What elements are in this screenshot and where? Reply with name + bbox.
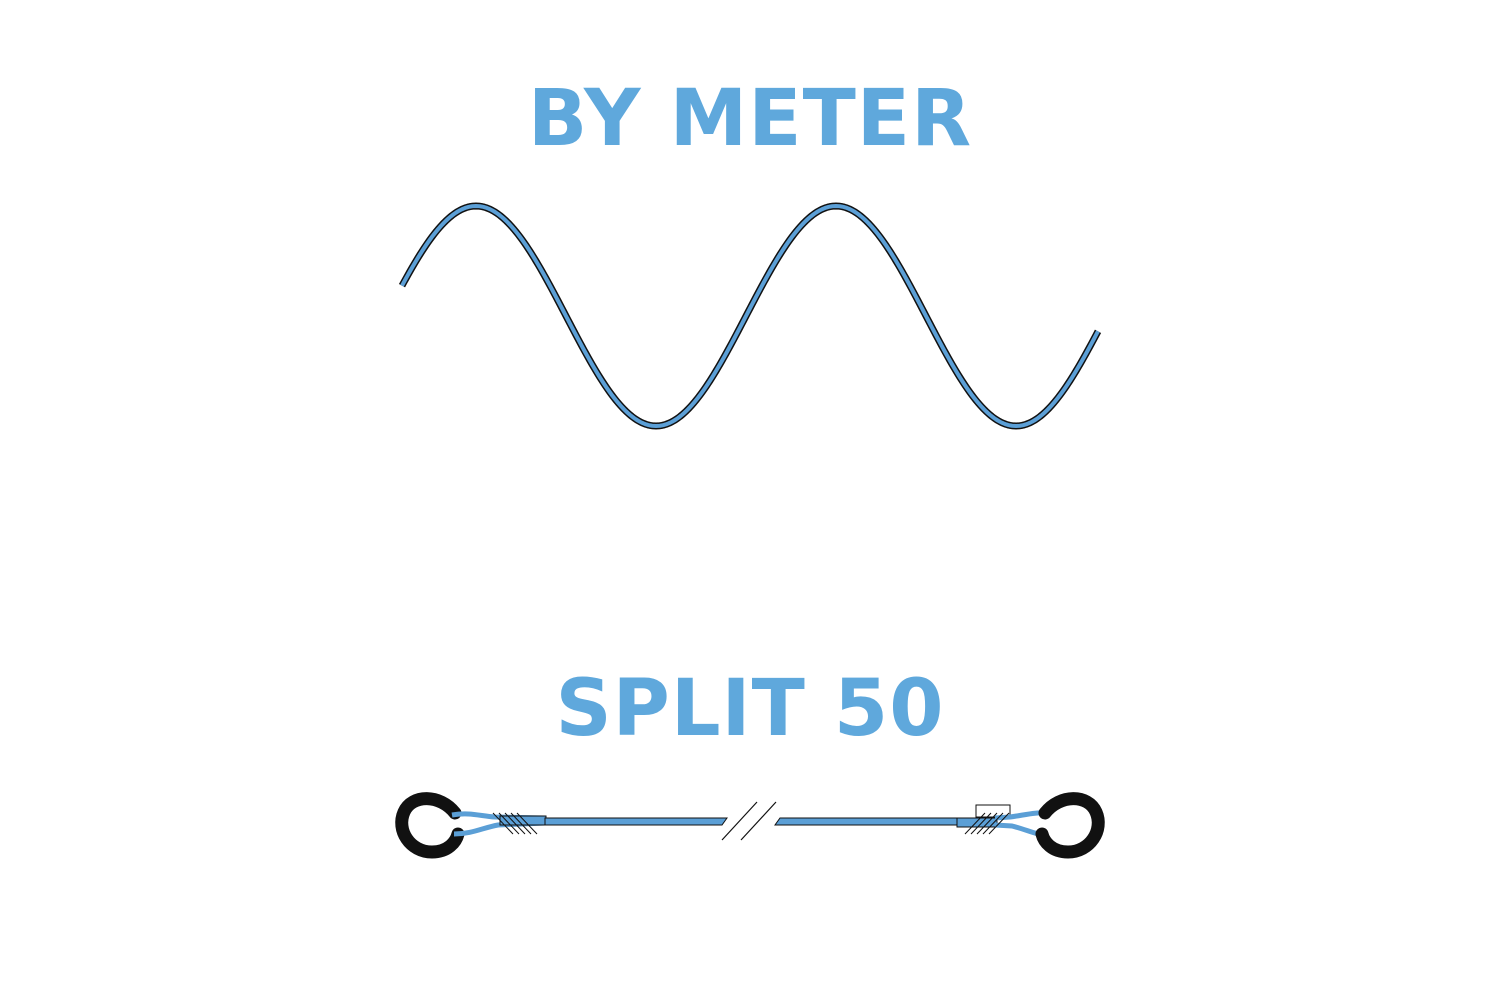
cable-left-segment bbox=[544, 817, 728, 826]
cable-right-segment bbox=[774, 817, 958, 826]
left-loop-icon bbox=[395, 792, 465, 859]
split-50-heading: SPLIT 50 bbox=[555, 664, 945, 754]
by-meter-heading: BY METER bbox=[527, 74, 973, 164]
left-splice bbox=[451, 811, 547, 837]
break-mark-icon bbox=[721, 801, 777, 841]
right-splice bbox=[956, 804, 1049, 838]
right-loop-icon bbox=[1035, 792, 1105, 859]
wavy-line-core bbox=[400, 204, 1100, 428]
